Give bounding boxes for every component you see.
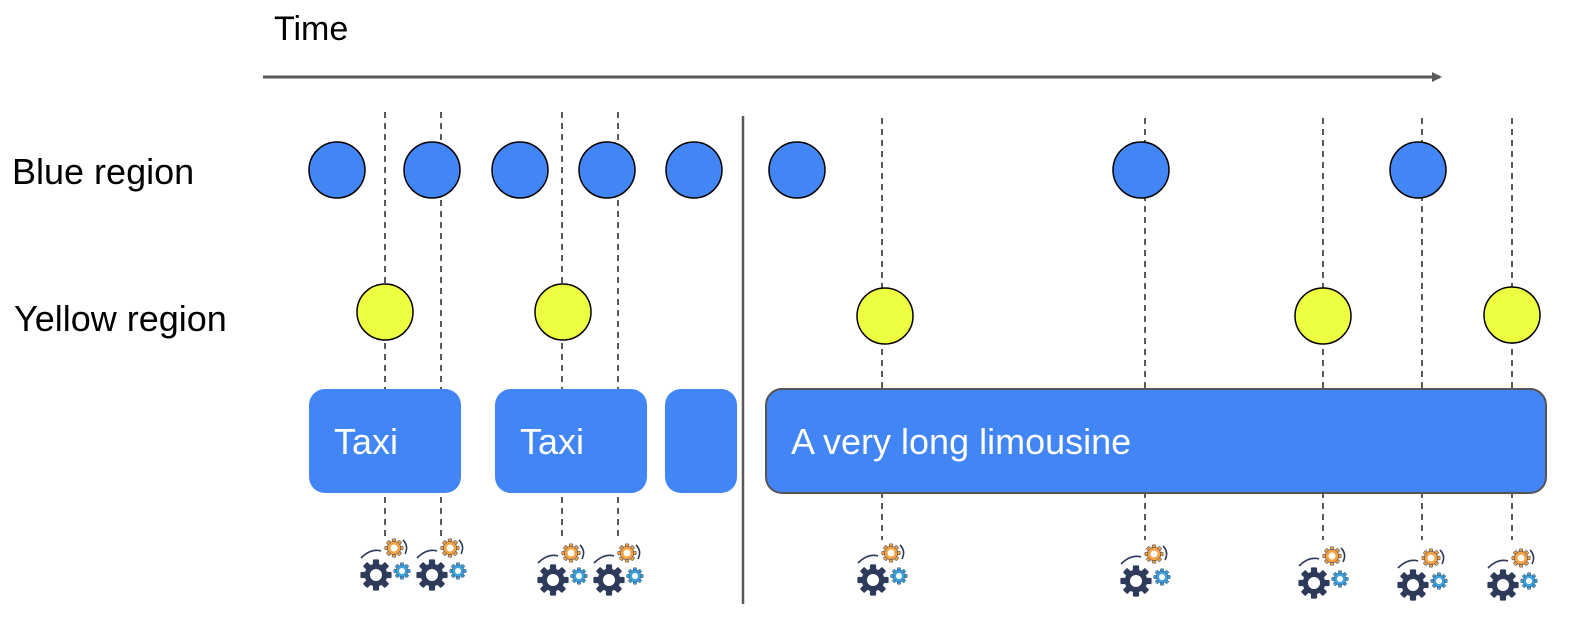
gears-icon (1397, 548, 1448, 601)
gear-icons (360, 538, 1538, 601)
gears-icon (857, 543, 908, 596)
vehicle-bar-rect (309, 389, 461, 493)
gears-icon (1487, 548, 1538, 601)
blue-event-dot (403, 141, 461, 199)
gears-icon (537, 543, 588, 596)
blue-event-dot (578, 141, 636, 199)
axis-title: Time (274, 10, 348, 48)
vehicle-bar-label: A very long limousine (791, 421, 1131, 462)
gears-icon (1298, 546, 1349, 599)
row-label-yellow: Yellow region (14, 298, 227, 339)
gears-icon (360, 538, 411, 591)
gears-icon (1120, 544, 1171, 597)
vehicle-bar-rect (665, 389, 737, 493)
bars: Taxi Taxi A very long limousine (309, 388, 1547, 494)
yellow-event-dot (534, 283, 592, 341)
blue-event-dot (768, 141, 826, 199)
blue-event-dot (308, 141, 366, 199)
row-label-blue: Blue region (12, 151, 194, 192)
vehicle-bar: Taxi (309, 389, 461, 493)
yellow-event-dot (856, 287, 914, 345)
blue-event-dot (665, 141, 723, 199)
vehicle-bar-rect (495, 389, 647, 493)
blue-event-dot (491, 141, 549, 199)
yellow-events (356, 283, 1541, 345)
yellow-event-dot (356, 283, 414, 341)
blue-events (308, 141, 1447, 199)
vehicle-bar-label: Taxi (334, 421, 398, 462)
gears-icon (593, 543, 644, 596)
yellow-event-dot (1483, 286, 1541, 344)
blue-event-dot (1112, 141, 1170, 199)
yellow-event-dot (1294, 287, 1352, 345)
vehicle-bar: A very long limousine (765, 388, 1547, 494)
vehicle-bar-rect (765, 388, 1547, 494)
gears-icon (416, 538, 467, 591)
vehicle-bar: Taxi (495, 389, 647, 493)
vehicle-bar-label: Taxi (520, 421, 584, 462)
blue-event-dot (1389, 141, 1447, 199)
vehicle-bar (665, 389, 737, 493)
